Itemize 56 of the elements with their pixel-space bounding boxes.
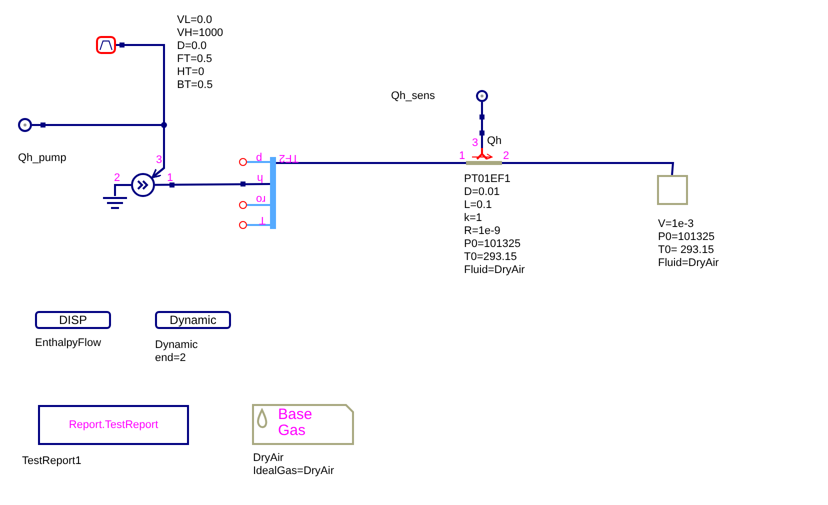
wire: [276, 162, 466, 164]
volume-box: [657, 175, 688, 205]
parameter-text: TestReport1: [22, 455, 82, 468]
parameter-text: D=0.0: [177, 40, 208, 53]
pin-label: T: [259, 214, 266, 225]
pin-label: TF2: [279, 152, 299, 163]
pin-label: 2: [503, 151, 510, 162]
pin-label: 2: [114, 173, 120, 184]
parameter-text: BT=0.5: [177, 79, 214, 92]
sensor-symbol: [476, 90, 488, 102]
parameter-text: IdealGas=DryAir: [253, 465, 334, 478]
pin-label: 1: [459, 151, 466, 162]
wire: [155, 183, 270, 186]
pipe-segment: [466, 148, 502, 166]
parameter-text: P0=101325: [464, 238, 522, 251]
parameter-text: Fluid=DryAir: [658, 257, 719, 270]
parameter-text: T0=293.15: [464, 251, 518, 264]
parameter-text: V=1e-3: [658, 218, 695, 231]
parameter-text: FT=0.5: [177, 53, 214, 66]
parameter-block: Dynamic: [155, 311, 231, 329]
parameter-text: VL=0.0: [177, 14, 214, 27]
bus-bar: [270, 157, 276, 229]
ground-symbol: [103, 196, 127, 211]
pin-label: h: [257, 172, 264, 183]
parameter-text: R=1e-9: [464, 225, 502, 238]
wire: [114, 184, 131, 196]
signal-arrow: [32, 124, 165, 178]
parameter-text: Fluid=DryAir: [464, 264, 525, 277]
parameter-text: HT=0: [177, 66, 206, 79]
wire: [481, 102, 483, 148]
parameter-text: P0=101325: [658, 231, 716, 244]
pin-label: ro: [256, 193, 266, 204]
parameter-text: Qh_pump: [18, 152, 66, 165]
pin-label: Qh: [487, 136, 502, 147]
pulse-source-icon: [96, 36, 116, 54]
parameter-text: VH=1000: [177, 27, 224, 40]
wire: [502, 162, 674, 176]
parameter-text: k=1: [464, 212, 484, 225]
parameter-block: DISP: [35, 311, 111, 329]
pin-label: 3: [156, 155, 162, 166]
report-block: Report.TestReport: [38, 405, 189, 445]
parameter-text: PT01EF1: [464, 173, 512, 186]
parameter-text: EnthalpyFlow: [35, 337, 102, 350]
parameter-text: D=0.01: [464, 186, 501, 199]
pin-label: 1: [167, 173, 174, 184]
parameter-text: DryAir: [253, 452, 285, 465]
parameter-text: Qh_sens: [391, 90, 436, 103]
pin-label: 3: [472, 138, 478, 149]
signal-source: [18, 118, 32, 132]
pin-label: p: [256, 152, 262, 163]
parameter-text: Dynamic: [155, 339, 198, 352]
parameter-text: L=0.1: [464, 199, 493, 212]
parameter-text: T0= 293.15: [658, 244, 715, 257]
pump-symbol: [131, 173, 155, 197]
parameter-text: end=2: [155, 352, 187, 365]
gas-medium-block: Base Gas: [252, 404, 354, 445]
